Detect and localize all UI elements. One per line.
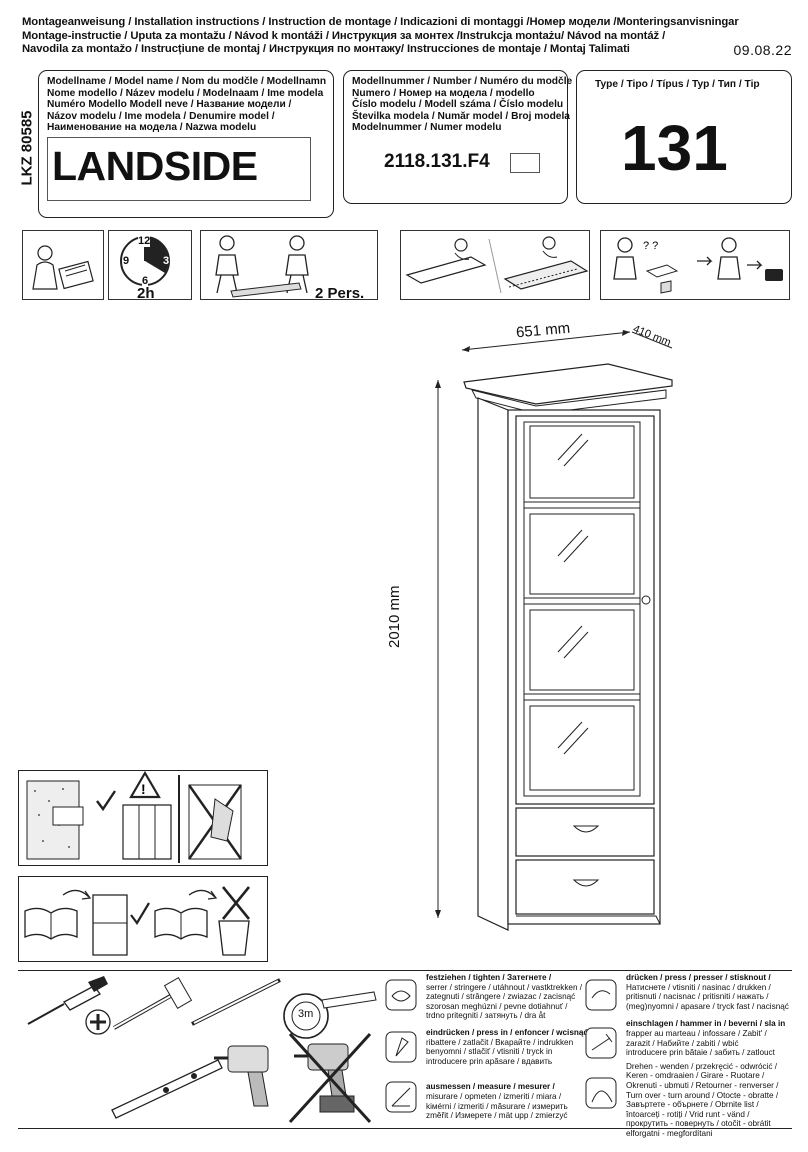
drawer-handle-icon: [572, 879, 600, 887]
legend-icons-right: [585, 979, 617, 1109]
header-title-block: Montageanweisung / Installation instruct…: [22, 16, 792, 57]
tools-illustration: [27, 976, 377, 1124]
read-instructions-icon-box: [22, 230, 104, 300]
problem-call-support-icon: ? ?: [613, 237, 783, 294]
tape-measure-label: 3m: [298, 1008, 314, 1020]
model-number-box: Modellnummer / Number / Numéro du modčle…: [343, 70, 572, 204]
legend-hammer-in: einschlagen / hammer in / beverni / sla …: [626, 1019, 786, 1058]
tape-measure-icon: [283, 991, 377, 1039]
reading-person-icon: [32, 245, 94, 290]
model-name-box: Modellname / Model name / Nom du modčle …: [38, 70, 334, 218]
assembly-on-floor-icon: [405, 236, 589, 294]
legend-tighten: festziehen / tighten / Затегнете / serre…: [426, 973, 583, 1021]
legend-left-column: festziehen / tighten / Затегнете / serre…: [426, 973, 588, 1121]
two-persons-carrying-icon: [215, 235, 309, 298]
clock-number-3: 3: [163, 255, 170, 267]
floor-protection-icon-box: [400, 230, 590, 300]
drawer-handle-icon: [572, 825, 600, 833]
telephone-icon: [765, 269, 783, 281]
hammer-in-icon: [585, 1027, 617, 1059]
press-icon: [585, 979, 617, 1011]
model-name-value: LANDSIDE: [52, 143, 258, 189]
model-name-value-frame: LANDSIDE: [47, 137, 311, 201]
legend-right-column: drücken / press / presser / stisknout / …: [626, 973, 789, 1139]
file-cabinet-icon: [92, 894, 128, 956]
legend-turn-over: Drehen - wenden / przekręcić - odwrócić …: [626, 1061, 779, 1138]
door-knob-icon: [641, 595, 651, 605]
check-icon: [130, 902, 150, 925]
trash-bin-icon: [218, 920, 250, 956]
cross-icon: [221, 886, 251, 920]
svg-text:!: !: [141, 781, 146, 797]
tighten-icon: [385, 979, 417, 1011]
legend-icons-left: [385, 979, 417, 1113]
assembly-time: 2h: [137, 285, 155, 302]
wall-anchor-warning-icon: !: [26, 770, 242, 863]
screwdriver-icon: [27, 976, 108, 1025]
clock-icon: [120, 236, 170, 286]
model-number-label: Modellnummer / Number / Numéro du modčle…: [352, 76, 573, 134]
header-line-1: Montageanweisung / Installation instruct…: [22, 16, 739, 28]
pencil-icon: [191, 978, 281, 1026]
drill-icon: [214, 1045, 269, 1107]
legend-press-in: eindrücken / press in / enfoncer / wcisn…: [426, 1027, 588, 1066]
type-value: 131: [621, 112, 728, 184]
model-number-value: 2118.131.F4: [384, 151, 490, 172]
persons-required: 2 Pers.: [315, 285, 365, 302]
check-icon: [96, 790, 116, 812]
header-line-2: Montage-instructie / Uputa za montažu / …: [22, 29, 666, 42]
phillips-bit-icon: [85, 1009, 111, 1035]
turn-over-icon: [585, 1077, 617, 1109]
arrow-icon: [62, 889, 90, 898]
cabinet-drawing: [435, 330, 673, 931]
cross-icon: [288, 1032, 372, 1124]
bottom-rule-top: [18, 970, 792, 971]
two-persons-icon-box: 2 Pers.: [200, 230, 378, 302]
bottom-rule-bottom: [18, 1128, 792, 1129]
model-name-label: Modellname / Model name / Nom du modčle …: [47, 76, 327, 134]
hammer-icon: [109, 977, 193, 1031]
type-box: Type / Tipo / Típus / Typ / Тип / Tip 13…: [576, 70, 792, 204]
support-icon-box: ? ?: [600, 230, 790, 300]
header-line-3: Navodila za montažo / Instrucțiune de mo…: [22, 43, 630, 55]
svg-text:? ?: ? ?: [643, 240, 658, 252]
keep-instructions-icon: [24, 886, 251, 956]
recycle-instructions-panel: [18, 876, 268, 962]
document-date: 09.08.22: [733, 42, 792, 58]
legend-measure: ausmessen / measure / mesurer / misurare…: [426, 1082, 568, 1121]
time-icon-box: 12 3 6 9 2h: [108, 230, 192, 302]
arrow-icon: [188, 889, 216, 898]
press-in-icon: [385, 1031, 417, 1063]
type-label: Type / Tipo / Típus / Typ / Тип / Tip: [595, 79, 760, 90]
clock-number-12: 12: [138, 235, 151, 247]
wall-mount-warning-panel: !: [18, 770, 268, 866]
clock-number-6: 6: [142, 275, 149, 287]
spirit-level-icon: [111, 1059, 223, 1119]
cordless-drill-icon: [288, 1032, 372, 1124]
height-dimension: 2010 mm: [386, 585, 403, 648]
clock-number-9: 9: [123, 255, 130, 267]
legend-press: drücken / press / presser / stisknout / …: [626, 973, 789, 1011]
model-number-blank-field: [510, 153, 540, 173]
warning-triangle-icon: [129, 770, 161, 799]
